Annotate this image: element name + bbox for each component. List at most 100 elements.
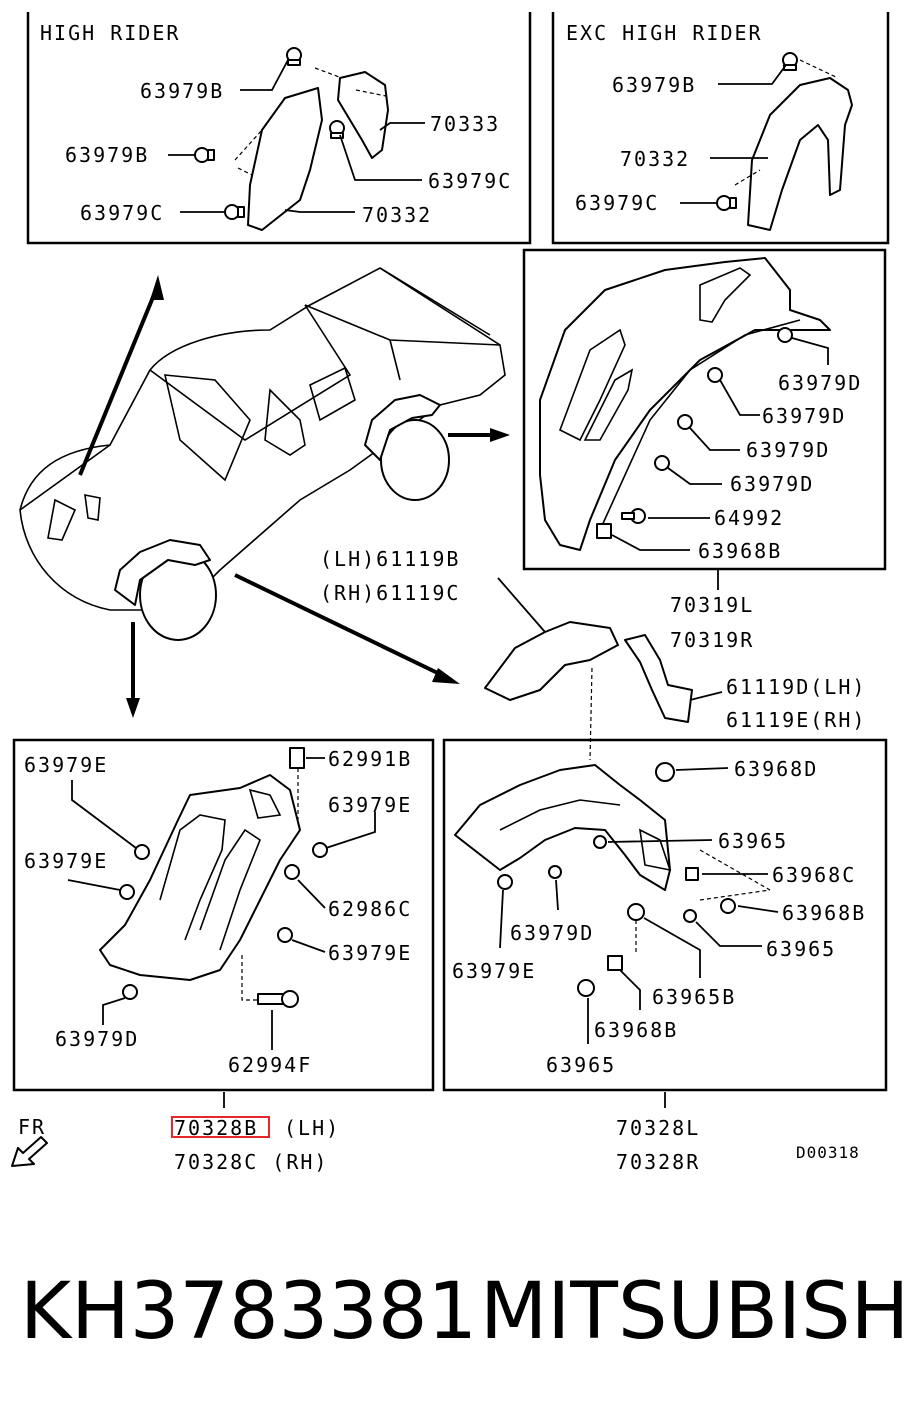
clip-icon bbox=[548, 865, 562, 879]
clip-icon bbox=[284, 864, 300, 880]
clip-icon bbox=[777, 327, 793, 343]
front-left-section: 63979E 62991B 63979E 63979E 62986C 63979… bbox=[12, 738, 435, 1174]
label-63965: 63965 bbox=[546, 1053, 616, 1077]
footer-part-number: KH3783381 bbox=[20, 1267, 477, 1357]
part-70332-shape bbox=[247, 87, 323, 231]
label-61119b: (LH)61119B bbox=[320, 547, 460, 571]
rear-liner-section: 63979D 63979D 63979D 63979D 64992 63968B… bbox=[522, 248, 887, 652]
clip-icon bbox=[312, 842, 328, 858]
label-70319r: 70319R bbox=[670, 628, 754, 652]
pointer-arrows bbox=[78, 275, 510, 718]
label-63979b: 63979B bbox=[612, 73, 696, 97]
nut-icon bbox=[607, 955, 623, 971]
label-63965: 63965 bbox=[718, 829, 788, 853]
label-63968b: 63968B bbox=[698, 539, 782, 563]
label-63965: 63965 bbox=[766, 937, 836, 961]
clip-icon bbox=[716, 195, 737, 211]
clip-icon bbox=[707, 367, 723, 383]
diagram-code: D00318 bbox=[796, 1143, 860, 1162]
part-61119d-shape bbox=[624, 634, 693, 723]
front-left-frame bbox=[12, 738, 435, 1092]
label-62994f: 62994F bbox=[228, 1053, 312, 1077]
label-70319l: 70319L bbox=[670, 593, 754, 617]
label-63979e: 63979E bbox=[24, 849, 108, 873]
clip-icon bbox=[497, 874, 513, 890]
label-63979d: 63979D bbox=[778, 371, 862, 395]
label-lh-suffix: (LH) bbox=[284, 1116, 340, 1140]
rear-liner-frame bbox=[522, 248, 887, 571]
label-62991b: 62991B bbox=[328, 747, 412, 771]
fr-indicator: FR bbox=[11, 1115, 48, 1167]
screw-icon bbox=[683, 909, 697, 923]
front-right-section: 63968D 63965 63968C 63968B 63979D 63965 … bbox=[442, 738, 888, 1174]
front-right-frame bbox=[442, 738, 888, 1092]
label-63979d: 63979D bbox=[730, 472, 814, 496]
clip-icon bbox=[119, 884, 135, 900]
label-70328l: 70328L bbox=[616, 1116, 700, 1140]
label-70333: 70333 bbox=[430, 112, 500, 136]
label-63979d: 63979D bbox=[510, 921, 594, 945]
label-63979b: 63979B bbox=[65, 143, 149, 167]
high-rider-section: HIGH RIDER 63979B 70333 63979B 63979 bbox=[26, 12, 532, 245]
label-63968c: 63968C bbox=[772, 863, 856, 887]
label-63979c: 63979C bbox=[428, 169, 512, 193]
exc-high-rider-section: EXC HIGH RIDER 63979B 70332 63979C bbox=[551, 12, 890, 245]
part-61119b-shape bbox=[484, 621, 619, 701]
label-70332: 70332 bbox=[362, 203, 432, 227]
label-63979c: 63979C bbox=[80, 201, 164, 225]
screw-icon bbox=[621, 508, 646, 524]
clip-icon bbox=[677, 414, 693, 430]
clip-icon bbox=[720, 898, 736, 914]
part-70332-shape bbox=[747, 77, 853, 231]
clip-icon bbox=[224, 204, 245, 220]
clip-icon bbox=[329, 120, 345, 139]
clip-icon bbox=[122, 984, 138, 1000]
label-63965b: 63965B bbox=[652, 985, 736, 1009]
label-63979d: 63979D bbox=[55, 1027, 139, 1051]
nut-icon bbox=[596, 523, 612, 539]
high-rider-frame bbox=[26, 12, 532, 245]
clip-icon bbox=[286, 47, 302, 66]
label-63979e: 63979E bbox=[328, 793, 412, 817]
screw-icon bbox=[577, 979, 595, 997]
screw-icon bbox=[257, 990, 299, 1008]
front-direction-arrow-icon bbox=[11, 1136, 48, 1167]
highlight-box bbox=[171, 1116, 270, 1138]
label-63979d: 63979D bbox=[746, 438, 830, 462]
part-70333-shape bbox=[337, 71, 389, 159]
label-61119c: (RH)61119C bbox=[320, 581, 460, 605]
label-63979c: 63979C bbox=[575, 191, 659, 215]
label-70328c: 70328C (RH) bbox=[174, 1150, 328, 1174]
nut-icon bbox=[685, 867, 699, 881]
label-64992: 64992 bbox=[714, 506, 784, 530]
label-63968b: 63968B bbox=[594, 1018, 678, 1042]
clip-icon bbox=[194, 147, 215, 163]
label-70328r: 70328R bbox=[616, 1150, 700, 1174]
clip-icon bbox=[289, 747, 305, 769]
label-70328b-highlighted: 70328B bbox=[174, 1116, 258, 1140]
label-63979d: 63979D bbox=[762, 404, 846, 428]
exc-high-rider-frame bbox=[551, 12, 890, 245]
label-61119e: 61119E(RH) bbox=[726, 708, 866, 732]
label-63979e: 63979E bbox=[328, 941, 412, 965]
screw-icon bbox=[593, 835, 607, 849]
label-61119d: 61119D(LH) bbox=[726, 675, 866, 699]
clip-icon bbox=[277, 927, 293, 943]
label-63968d: 63968D bbox=[734, 757, 818, 781]
splash-shield-section: (LH)61119B (RH)61119C 61119D(LH) 61119E(… bbox=[320, 547, 866, 761]
clip-icon bbox=[134, 844, 150, 860]
clip-icon bbox=[654, 455, 670, 471]
part-70328-shape bbox=[454, 764, 671, 891]
fr-label: FR bbox=[18, 1115, 46, 1139]
label-70332: 70332 bbox=[620, 147, 690, 171]
part-70319-shape bbox=[539, 257, 831, 551]
nut-icon bbox=[655, 762, 675, 782]
rear-wheel bbox=[380, 419, 450, 501]
label-63968b: 63968B bbox=[782, 901, 866, 925]
exc-high-rider-title: EXC HIGH RIDER bbox=[566, 21, 763, 45]
label-63979e: 63979E bbox=[24, 753, 108, 777]
screw-icon bbox=[627, 903, 645, 921]
truck-illustration bbox=[19, 267, 506, 641]
high-rider-title: HIGH RIDER bbox=[40, 21, 180, 45]
